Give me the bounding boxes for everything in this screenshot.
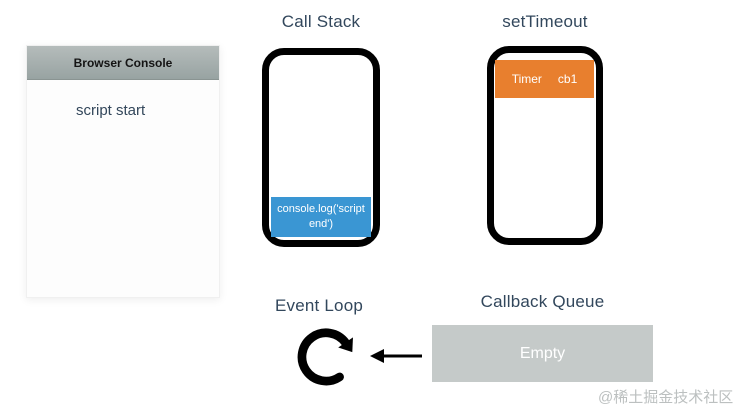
- call-stack-title: Call Stack: [281, 12, 361, 31]
- callback-queue-state: Empty: [519, 344, 566, 362]
- browser-console-window: Browser Console script start: [26, 45, 220, 298]
- clockwise-loop-arrow-icon: [297, 328, 353, 386]
- timer-block: Timer cb1: [495, 60, 594, 98]
- browser-console-output: script start: [27, 80, 219, 119]
- call-stack-container: console.log('script end'): [262, 48, 380, 247]
- browser-console-titlebar: Browser Console: [27, 46, 219, 80]
- settimeout-title: setTimeout: [502, 12, 588, 31]
- call-stack-frame: console.log('script end'): [271, 197, 371, 237]
- console-log-line: script start: [76, 102, 146, 119]
- queue-to-loop-arrow-icon: [370, 349, 422, 363]
- watermark: @稀土掘金技术社区: [598, 389, 734, 406]
- callback-queue-title: Callback Queue: [480, 292, 605, 311]
- callback-queue-block: Empty: [432, 325, 653, 382]
- timer-callback-label: cb1: [557, 72, 578, 86]
- event-loop-title: Event Loop: [274, 296, 363, 315]
- settimeout-container: Timer cb1: [487, 46, 603, 245]
- timer-label: Timer: [511, 72, 542, 86]
- browser-console-title: Browser Console: [73, 55, 173, 70]
